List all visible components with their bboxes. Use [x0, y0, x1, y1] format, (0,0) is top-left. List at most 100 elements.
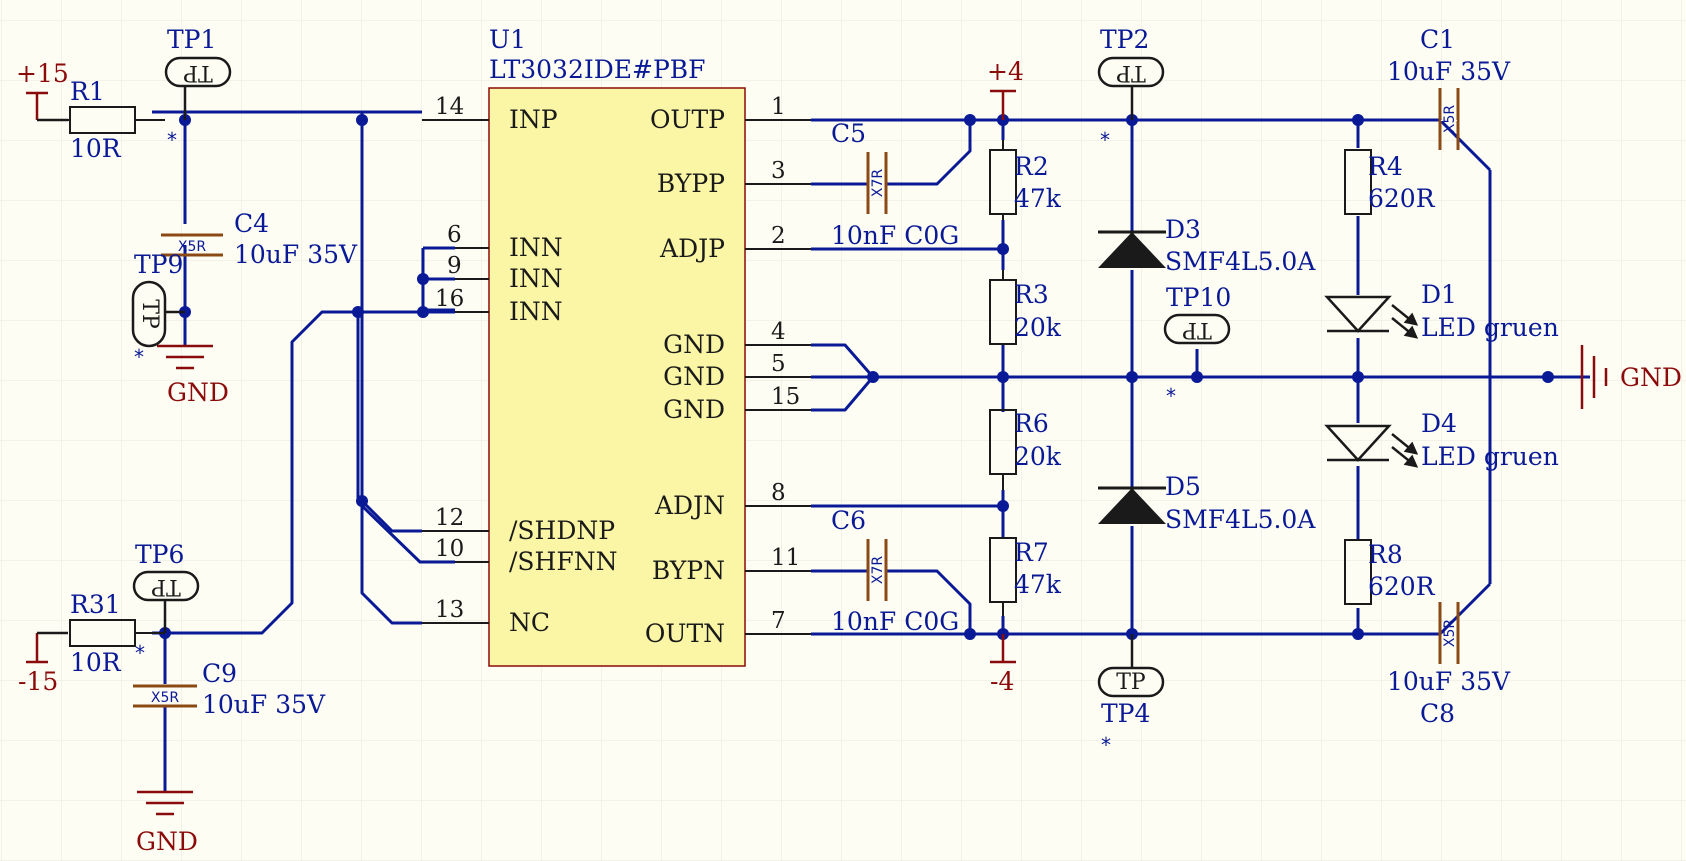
pin-number: 5 [771, 351, 786, 377]
pin-name: INP [509, 105, 558, 134]
testpoint-tp9 [131, 280, 167, 348]
r8-value: 620R [1368, 572, 1436, 601]
pin-name: OUTP [650, 105, 725, 134]
marker-tp1: * [167, 128, 177, 152]
pin-number: 14 [435, 94, 464, 120]
pin-number: 6 [447, 222, 462, 248]
gnd-symbol-right [1548, 345, 1608, 409]
r4-value: 620R [1368, 184, 1436, 213]
resistor-labels: R1 10R R31 10R R2 47k R3 20k R6 20k R7 4… [70, 77, 1436, 677]
d3-ref: D3 [1165, 215, 1201, 244]
pin-number: 2 [771, 223, 786, 249]
test-points[interactable] [131, 56, 1231, 698]
d4-ref: D4 [1421, 409, 1457, 438]
junction [356, 114, 368, 126]
pin-number: 4 [771, 319, 786, 345]
d1-ref: D1 [1421, 280, 1457, 309]
tp6-body: TP [151, 574, 181, 599]
resistor-r4 [1344, 149, 1372, 215]
pin-name: /SHDNP [509, 516, 615, 545]
markers: * * * * * * [134, 128, 1176, 757]
junction [1191, 371, 1203, 383]
u1-designator: U1 [489, 25, 526, 54]
c1-value: 10uF 35V [1387, 57, 1511, 86]
u1-body [488, 87, 746, 667]
pin-number: 16 [435, 286, 464, 312]
r7-ref: R7 [1014, 538, 1049, 567]
d5-value: SMF4L5.0A [1165, 505, 1316, 534]
junction [1126, 371, 1138, 383]
c5-dielectric: X7R [870, 169, 886, 197]
c4-dielectric: X5R [178, 239, 206, 255]
tp2-body: TP [1116, 60, 1146, 85]
r3-value: 20k [1014, 313, 1062, 342]
capacitor-labels: C4 10uF 35V C9 10uF 35V C5 10nF C0G C6 1… [202, 25, 1511, 728]
r1-ref: R1 [70, 77, 105, 106]
pin-number: 7 [771, 608, 786, 634]
c5-value: 10nF C0G [831, 221, 959, 250]
pin-number: 10 [435, 536, 464, 562]
test-point-text: TP TP TP TP TP TP [137, 60, 1212, 695]
tp6-ref: TP6 [135, 540, 184, 569]
pin-number: 3 [771, 158, 786, 184]
pin-number: 11 [771, 545, 800, 571]
r31-ref: R31 [70, 590, 121, 619]
resistors[interactable] [68, 106, 1372, 647]
junction [356, 495, 368, 507]
power-port-p4 [990, 89, 1016, 120]
gnd-label-left: GND [167, 378, 229, 407]
c6-dielectric: X7R [870, 556, 886, 584]
u1-ic[interactable]: U1 LT3032IDE#PBF 14 6 9 16 12 [422, 25, 811, 667]
junction [1352, 371, 1364, 383]
pin-name: INN [509, 297, 563, 326]
pin-name: INN [509, 233, 563, 262]
pin-name: BYPN [652, 556, 725, 585]
r8-ref: R8 [1368, 540, 1403, 569]
junctions [159, 114, 1554, 640]
diodes[interactable] [1098, 230, 1419, 524]
r31-value: 10R [70, 648, 122, 677]
r1-value: 10R [70, 134, 122, 163]
wire-shfnn [356, 312, 455, 564]
r4-ref: R4 [1368, 152, 1403, 181]
tp9-ref: TP9 [134, 250, 183, 279]
capacitor-c6 [866, 539, 888, 601]
pin-number: 12 [435, 505, 464, 531]
c8-ref: C8 [1420, 699, 1455, 728]
junction [417, 306, 429, 318]
c9-dielectric: X5R [151, 690, 179, 706]
c1-ref: C1 [1420, 25, 1455, 54]
testpoint-tp1 [164, 56, 232, 88]
wire-bypp [811, 120, 972, 186]
pin-name: GND [663, 362, 725, 391]
junction [997, 371, 1009, 383]
power-label-p4: +4 [987, 57, 1024, 86]
pin-name: ADJN [654, 491, 725, 520]
pin-name: ADJP [659, 234, 725, 263]
resistor-r8 [1344, 539, 1372, 605]
pin-name: OUTN [645, 619, 725, 648]
r2-ref: R2 [1014, 152, 1049, 181]
led-d4 [1324, 424, 1419, 468]
gnd-label-bottom: GND [136, 827, 198, 856]
junction [997, 500, 1009, 512]
pin-number: 1 [771, 94, 786, 120]
diode-d3 [1098, 230, 1166, 268]
c6-ref: C6 [831, 506, 866, 535]
tp4-ref: TP4 [1101, 699, 1150, 728]
power-label-p15: +15 [16, 59, 69, 88]
u1-part: LT3032IDE#PBF [489, 55, 706, 84]
c1-dielectric: X5R [1442, 105, 1458, 133]
pin-name: NC [509, 608, 550, 637]
c4-value: 10uF 35V [234, 240, 358, 269]
junction [417, 273, 429, 285]
gnd-symbol-bottom [137, 790, 193, 816]
wire-bypn [811, 569, 972, 634]
capacitors[interactable]: X5R X5R X7R X7R X5R X5R [133, 88, 1460, 708]
r2-value: 47k [1014, 184, 1062, 213]
c8-value: 10uF 35V [1387, 667, 1511, 696]
r6-value: 20k [1014, 442, 1062, 471]
c9-value: 10uF 35V [202, 690, 326, 719]
marker-tp6: * [135, 641, 145, 665]
